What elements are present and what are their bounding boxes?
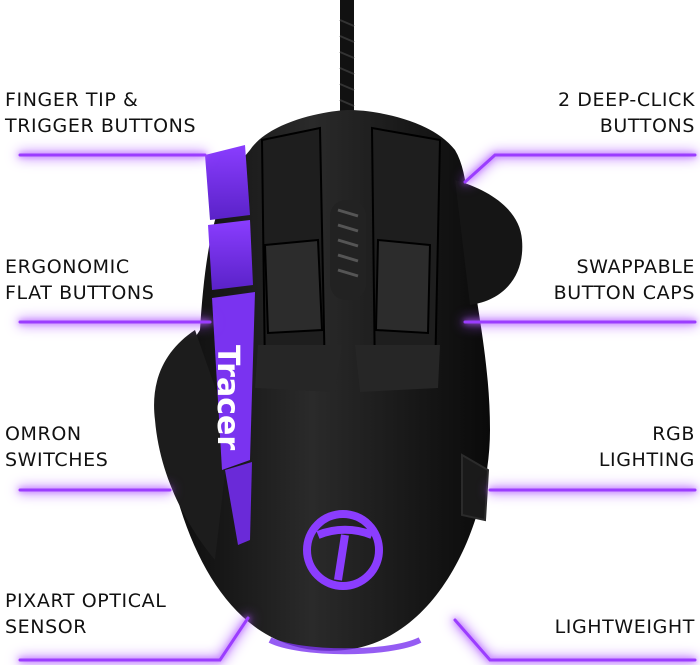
feature-label-line: SWAPPABLE	[576, 256, 695, 278]
side-buttons	[205, 145, 255, 545]
feature-label-rgb: RGB LIGHTING	[599, 421, 695, 473]
feature-label-line: OMRON	[5, 423, 82, 445]
callout-line-deep-click	[463, 153, 697, 184]
feature-label-pixart: PIXART OPTICAL SENSOR	[5, 588, 166, 640]
feature-label-line: BUTTONS	[599, 115, 695, 137]
right-wing	[455, 180, 523, 305]
logo-icon	[303, 510, 383, 590]
feature-label-line: 2 DEEP-CLICK	[557, 89, 695, 111]
feature-label-swappable: SWAPPABLE BUTTON CAPS	[554, 254, 695, 306]
thumb-rest	[154, 330, 230, 560]
right-side-button	[461, 453, 490, 522]
callout-line-lightweight	[453, 618, 697, 662]
top-buttons	[255, 126, 442, 392]
feature-label-line: SENSOR	[5, 616, 88, 638]
feature-label-line: BUTTON CAPS	[553, 282, 695, 304]
feature-label-line: FLAT BUTTONS	[5, 282, 155, 304]
callout-line-pixart	[18, 616, 250, 662]
feature-label-line: PIXART OPTICAL	[5, 590, 167, 612]
side-brand-text: Tracer	[210, 345, 245, 450]
cable	[339, 0, 355, 140]
feature-label-deep-click: 2 DEEP-CLICK BUTTONS	[558, 87, 695, 139]
feature-label-lightweight: LIGHTWEIGHT	[555, 614, 695, 640]
feature-label-line: TRIGGER BUTTONS	[5, 115, 197, 137]
feature-label-omron: OMRON SWITCHES	[5, 421, 108, 473]
feature-label-ergonomic: ERGONOMIC FLAT BUTTONS	[5, 254, 154, 306]
feature-label-line: SWITCHES	[5, 449, 109, 471]
feature-label-line: FINGER TIP &	[5, 89, 139, 111]
feature-label-finger-tip: FINGER TIP & TRIGGER BUTTONS	[5, 87, 196, 139]
bottom-glow	[268, 637, 422, 655]
feature-label-line: RGB	[652, 423, 695, 445]
feature-label-line: LIGHTING	[598, 449, 695, 471]
feature-label-line: LIGHTWEIGHT	[554, 616, 695, 638]
feature-label-line: ERGONOMIC	[5, 256, 130, 278]
